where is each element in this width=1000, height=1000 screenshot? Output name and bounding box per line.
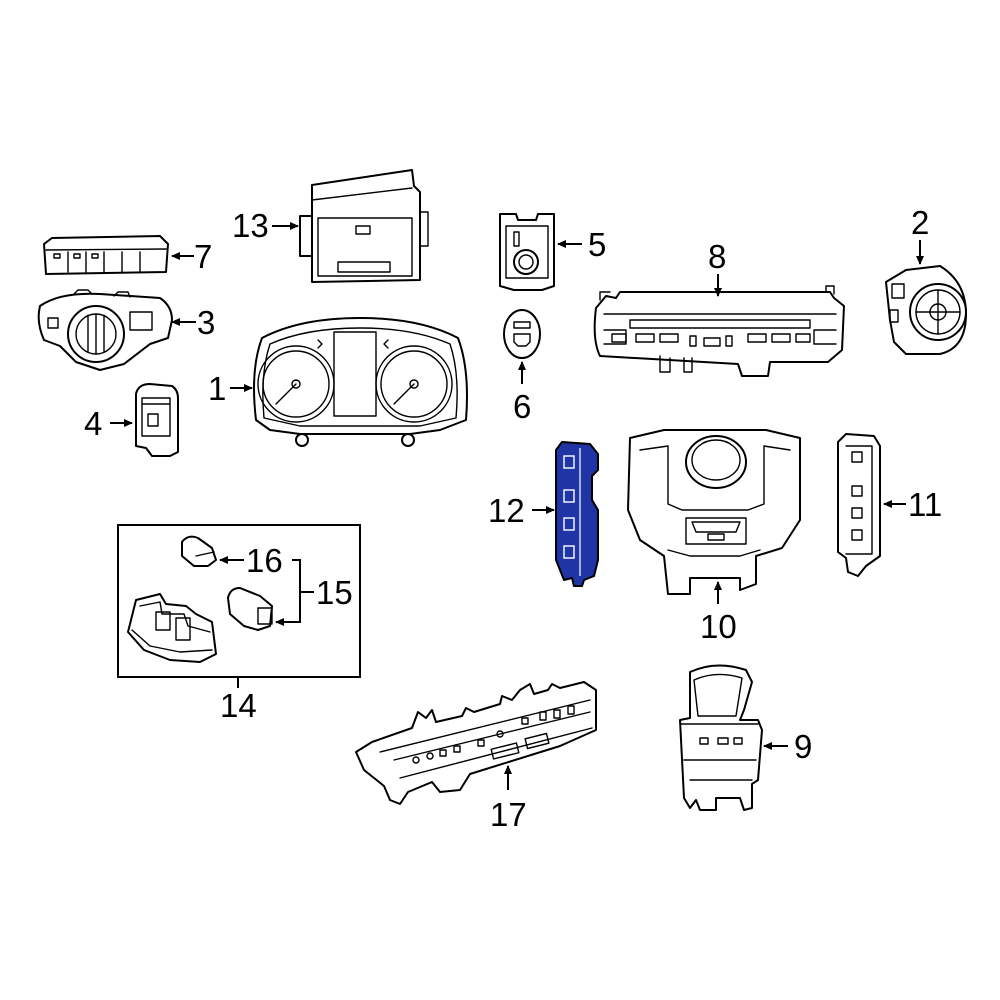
part-1-instrument-cluster[interactable] bbox=[253, 317, 468, 447]
label-7: 7 bbox=[194, 238, 212, 275]
callout-16-15: 16 15 bbox=[219, 542, 353, 626]
part-3-headlamp-switch[interactable] bbox=[37, 289, 173, 371]
callout-6: 6 bbox=[513, 361, 531, 425]
part-13-module[interactable] bbox=[299, 169, 429, 283]
label-14: 14 bbox=[220, 687, 257, 724]
part-4-switch[interactable] bbox=[135, 383, 179, 457]
callout-5: 5 bbox=[557, 226, 606, 263]
callout-3: 3 bbox=[171, 304, 215, 341]
part-16-bulb-socket[interactable] bbox=[181, 535, 217, 567]
label-6: 6 bbox=[513, 388, 531, 425]
part-14-housing[interactable] bbox=[127, 593, 217, 663]
part-7-switch-strip[interactable] bbox=[43, 235, 169, 275]
label-11: 11 bbox=[908, 486, 942, 523]
part-9-shifter-trim[interactable] bbox=[679, 664, 763, 811]
label-12: 12 bbox=[488, 492, 525, 529]
label-5: 5 bbox=[588, 226, 606, 263]
part-2-round-vent[interactable] bbox=[885, 265, 967, 355]
label-3: 3 bbox=[197, 304, 215, 341]
label-13: 13 bbox=[232, 207, 269, 244]
label-17: 17 bbox=[490, 796, 527, 833]
part-14-kit-box[interactable] bbox=[117, 524, 361, 678]
callout-7: 7 bbox=[171, 238, 212, 275]
callout-14: 14 bbox=[220, 677, 257, 724]
label-10: 10 bbox=[700, 608, 737, 645]
label-8: 8 bbox=[708, 238, 726, 275]
part-11-switch-strip[interactable] bbox=[837, 433, 881, 577]
label-1: 1 bbox=[208, 370, 226, 407]
part-15-connector[interactable] bbox=[227, 587, 273, 631]
callout-9: 9 bbox=[763, 728, 812, 765]
callout-11: 11 bbox=[883, 486, 942, 523]
part-5-switch[interactable] bbox=[499, 213, 555, 291]
callout-1: 1 bbox=[208, 370, 253, 407]
label-9: 9 bbox=[794, 728, 812, 765]
part-8-climate-panel[interactable] bbox=[593, 285, 845, 377]
callout-8: 8 bbox=[708, 238, 726, 297]
part-10-console-trim[interactable] bbox=[627, 429, 801, 595]
callout-12: 12 bbox=[488, 492, 555, 529]
part-17-control-panel[interactable] bbox=[355, 681, 597, 805]
callout-2: 2 bbox=[911, 204, 929, 265]
callout-17: 17 bbox=[490, 765, 527, 833]
label-16: 16 bbox=[246, 542, 283, 579]
callout-13: 13 bbox=[232, 207, 299, 244]
callout-10: 10 bbox=[700, 581, 737, 645]
part-6-oval-switch[interactable] bbox=[503, 309, 541, 359]
part-12-switch-strip-highlighted[interactable] bbox=[555, 441, 599, 587]
label-2: 2 bbox=[911, 204, 929, 241]
callout-4: 4 bbox=[84, 405, 133, 442]
label-15: 15 bbox=[316, 574, 353, 611]
label-4: 4 bbox=[84, 405, 102, 442]
